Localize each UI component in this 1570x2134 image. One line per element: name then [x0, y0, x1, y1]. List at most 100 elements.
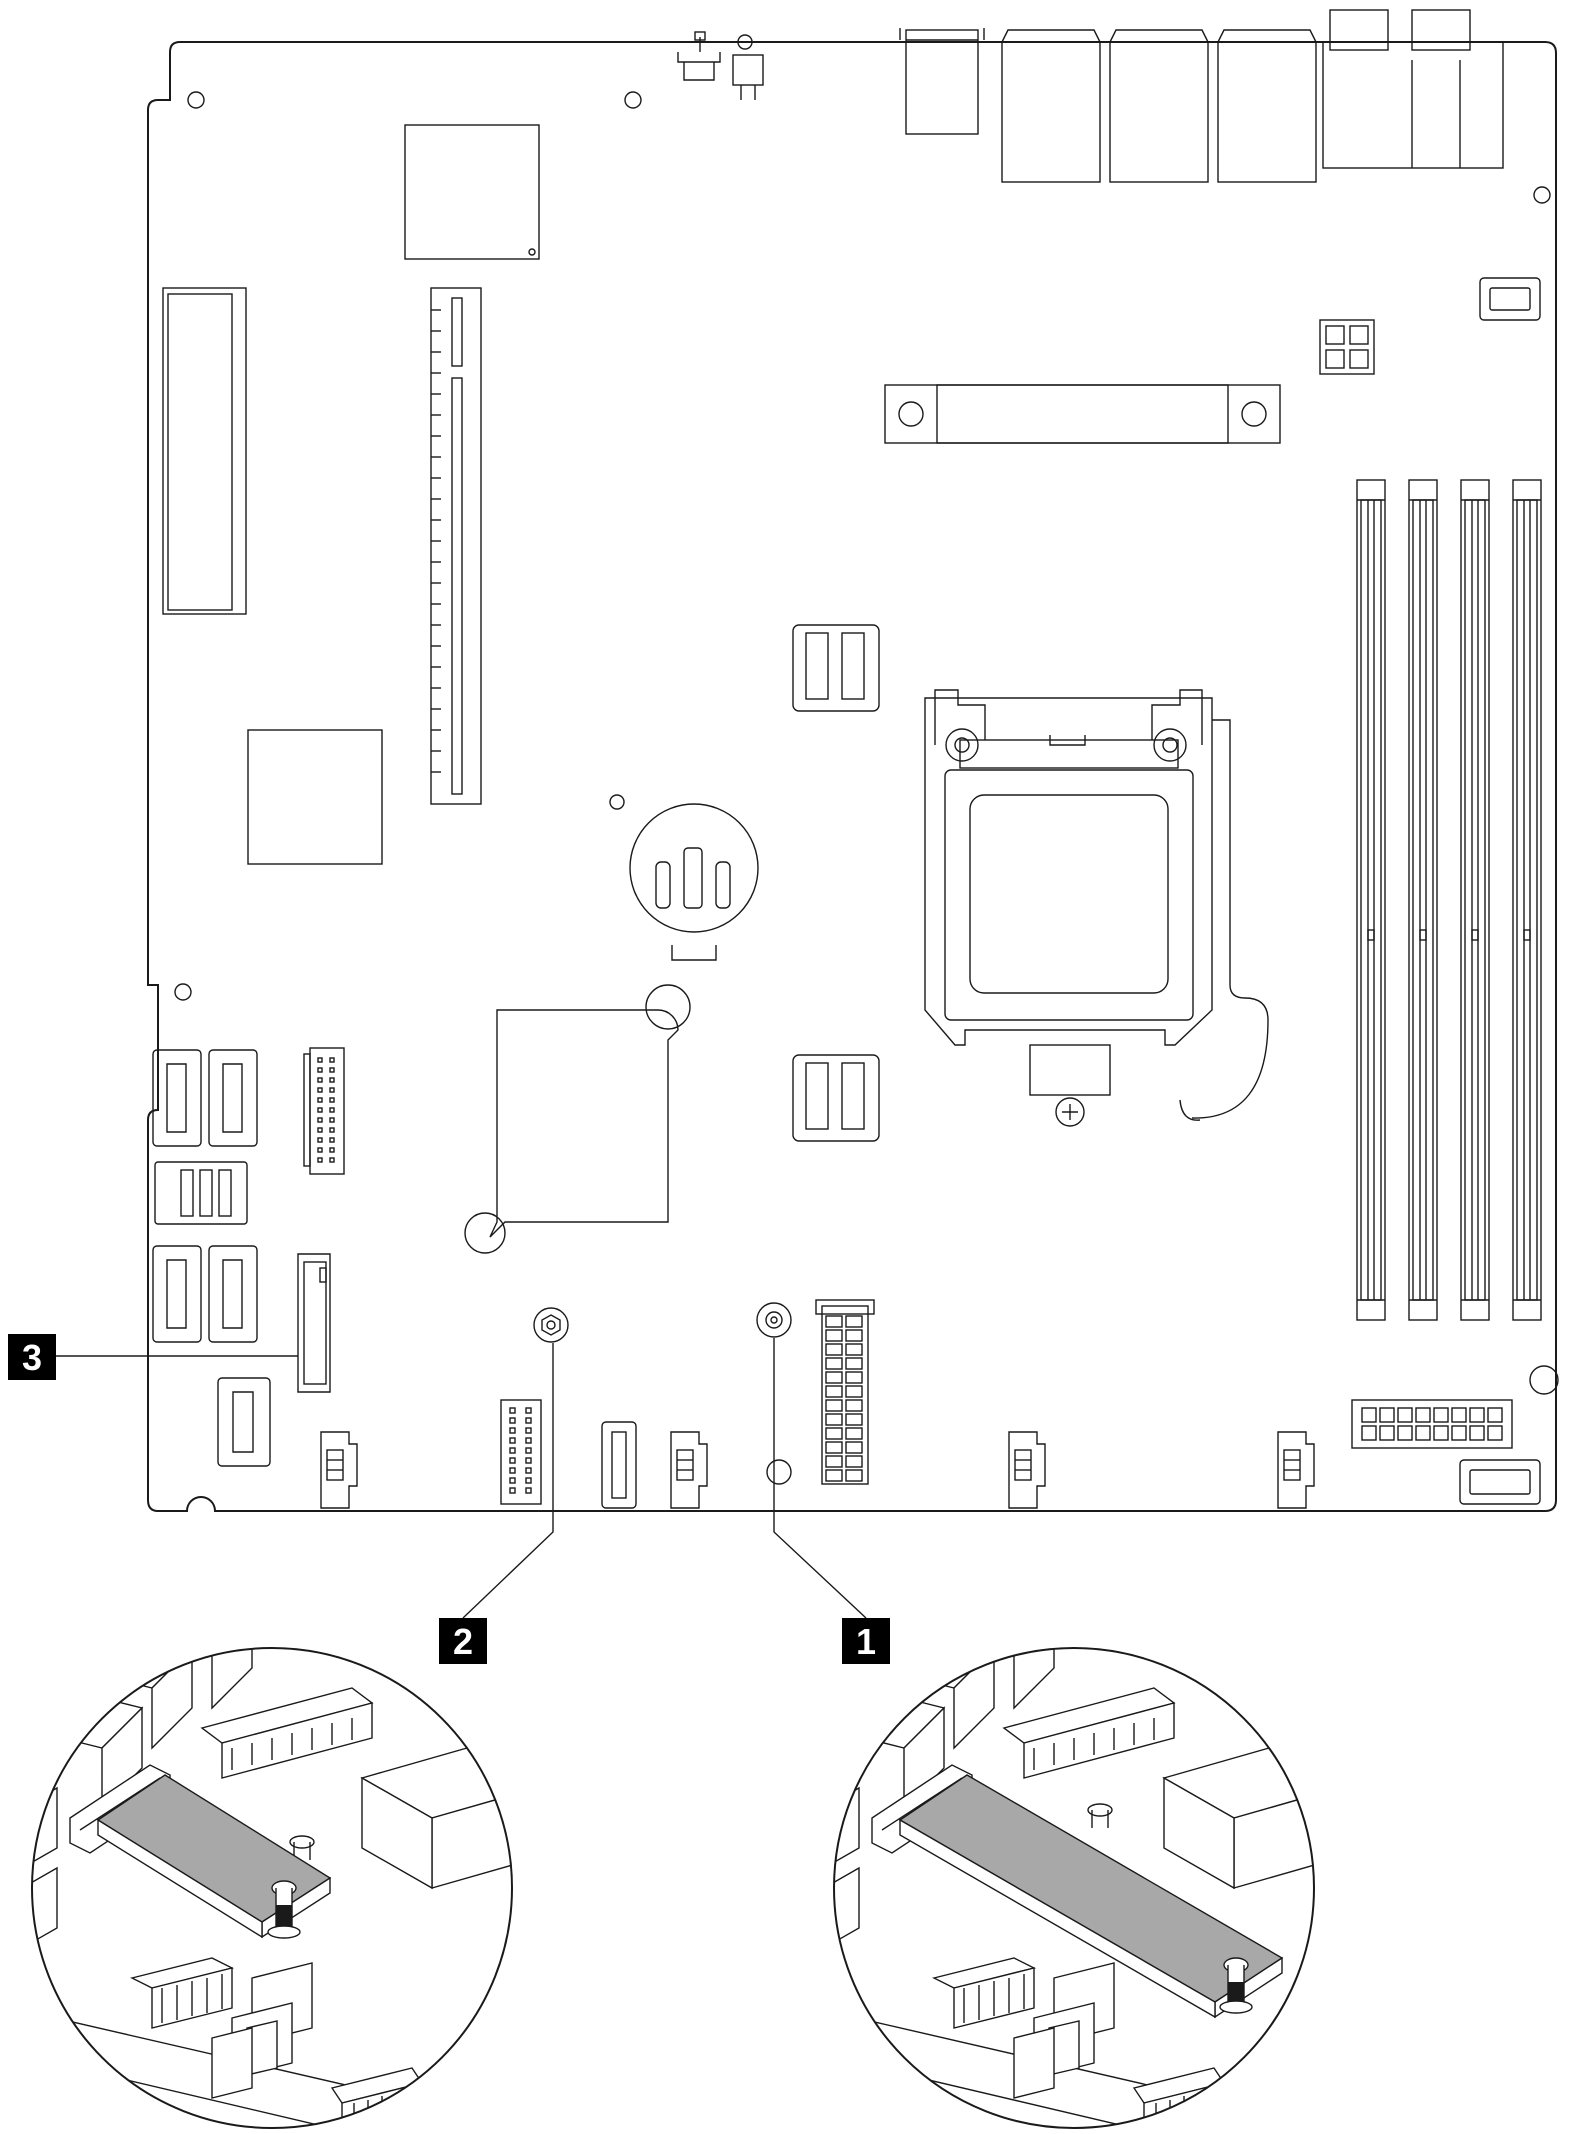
header-pin [317, 1057, 323, 1063]
header-pin [509, 1467, 516, 1474]
header-pin [525, 1447, 532, 1454]
power-pin [845, 1399, 863, 1412]
header-pin [329, 1157, 335, 1163]
leader-lines [56, 1338, 867, 1619]
retainer-position-long [756, 1302, 792, 1338]
top-right-connector [1479, 277, 1541, 321]
header-pin [317, 1067, 323, 1073]
cpu-power-connector [1319, 319, 1375, 375]
header-pin [509, 1407, 516, 1414]
header-pin [329, 1097, 335, 1103]
header-pin [509, 1427, 516, 1434]
header-pin [317, 1077, 323, 1083]
header-pin [329, 1127, 335, 1133]
header-pin [525, 1437, 532, 1444]
power-pin [1379, 1407, 1395, 1423]
power-pin [825, 1441, 843, 1454]
power-pin [845, 1357, 863, 1370]
header-pin [509, 1417, 516, 1424]
dimm-slot [1512, 479, 1542, 1321]
callout-1: 1 [842, 1618, 890, 1664]
cmos-battery [629, 803, 759, 961]
header-pin [317, 1087, 323, 1093]
header-pin [329, 1117, 335, 1123]
header-pin [329, 1057, 335, 1063]
header-pin [509, 1477, 516, 1484]
power-pin [845, 1315, 863, 1328]
header-pin [317, 1147, 323, 1153]
header-pin [329, 1087, 335, 1093]
header-pin [329, 1067, 335, 1073]
pcie-slot-center [430, 287, 482, 805]
power-pin [825, 1371, 843, 1384]
rear-io-connectors [677, 9, 1504, 183]
power-pin [1433, 1425, 1449, 1441]
power-pin [825, 1455, 843, 1468]
header-pin [525, 1407, 532, 1414]
header-pin [509, 1457, 516, 1464]
header-pin [317, 1117, 323, 1123]
header-pin [329, 1077, 335, 1083]
header-pin [329, 1147, 335, 1153]
fan-header [320, 1431, 358, 1509]
header-pin [329, 1107, 335, 1113]
power-pin [845, 1455, 863, 1468]
header-pin [317, 1097, 323, 1103]
power-pin [845, 1385, 863, 1398]
callout-1-label: 1 [856, 1621, 876, 1662]
header-pin [525, 1457, 532, 1464]
pch-heatsink [464, 984, 691, 1254]
inset-long-drive-detail [833, 1647, 1315, 2129]
power-pin [845, 1427, 863, 1440]
power-pin [825, 1343, 843, 1356]
horizontal-connector [884, 384, 1281, 444]
power-pin [825, 1427, 843, 1440]
callout-3-label: 3 [22, 1337, 42, 1378]
header-pin [525, 1477, 532, 1484]
cpu-side-connectors [792, 624, 880, 1142]
dimm-slots [1356, 479, 1542, 1321]
power-pin [825, 1385, 843, 1398]
callout-2-label: 2 [453, 1621, 473, 1662]
power-pin [1451, 1407, 1467, 1423]
power-pin [825, 1399, 843, 1412]
callout-3: 3 [8, 1334, 56, 1380]
fan-header [1277, 1431, 1315, 1509]
power-pin [1415, 1425, 1431, 1441]
power-pin [825, 1357, 843, 1370]
mounting-holes [174, 91, 1559, 1485]
power-pin [1397, 1407, 1413, 1423]
header-pin [525, 1467, 532, 1474]
power-pin [1487, 1425, 1503, 1441]
power-pin [1451, 1425, 1467, 1441]
power-pin [1379, 1425, 1395, 1441]
header-pin [509, 1447, 516, 1454]
power-pin [1487, 1407, 1503, 1423]
header-pin [317, 1107, 323, 1113]
power-pin [1469, 1425, 1485, 1441]
power-pin [845, 1413, 863, 1426]
power-pin [1433, 1407, 1449, 1423]
callout-2: 2 [439, 1618, 487, 1664]
inset-short-drive-detail [31, 1647, 513, 2129]
header-pin [525, 1427, 532, 1434]
m2-slot [297, 1253, 331, 1393]
power-pin [845, 1343, 863, 1356]
power-pin [845, 1441, 863, 1454]
header-pin [525, 1487, 532, 1494]
power-pin [1415, 1407, 1431, 1423]
header-pin [317, 1137, 323, 1143]
dimm-slot [1356, 479, 1386, 1321]
front-panel-header [303, 1047, 345, 1175]
cpu-socket [924, 689, 1269, 1127]
power-pin [1469, 1407, 1485, 1423]
power-pin [1397, 1425, 1413, 1441]
power-pin [845, 1329, 863, 1342]
power-pin [825, 1469, 843, 1482]
fan-header [1008, 1431, 1046, 1509]
pcie-slot-left [162, 287, 247, 615]
header-pin [525, 1417, 532, 1424]
header-pin [317, 1157, 323, 1163]
sata-connectors [152, 1049, 271, 1467]
